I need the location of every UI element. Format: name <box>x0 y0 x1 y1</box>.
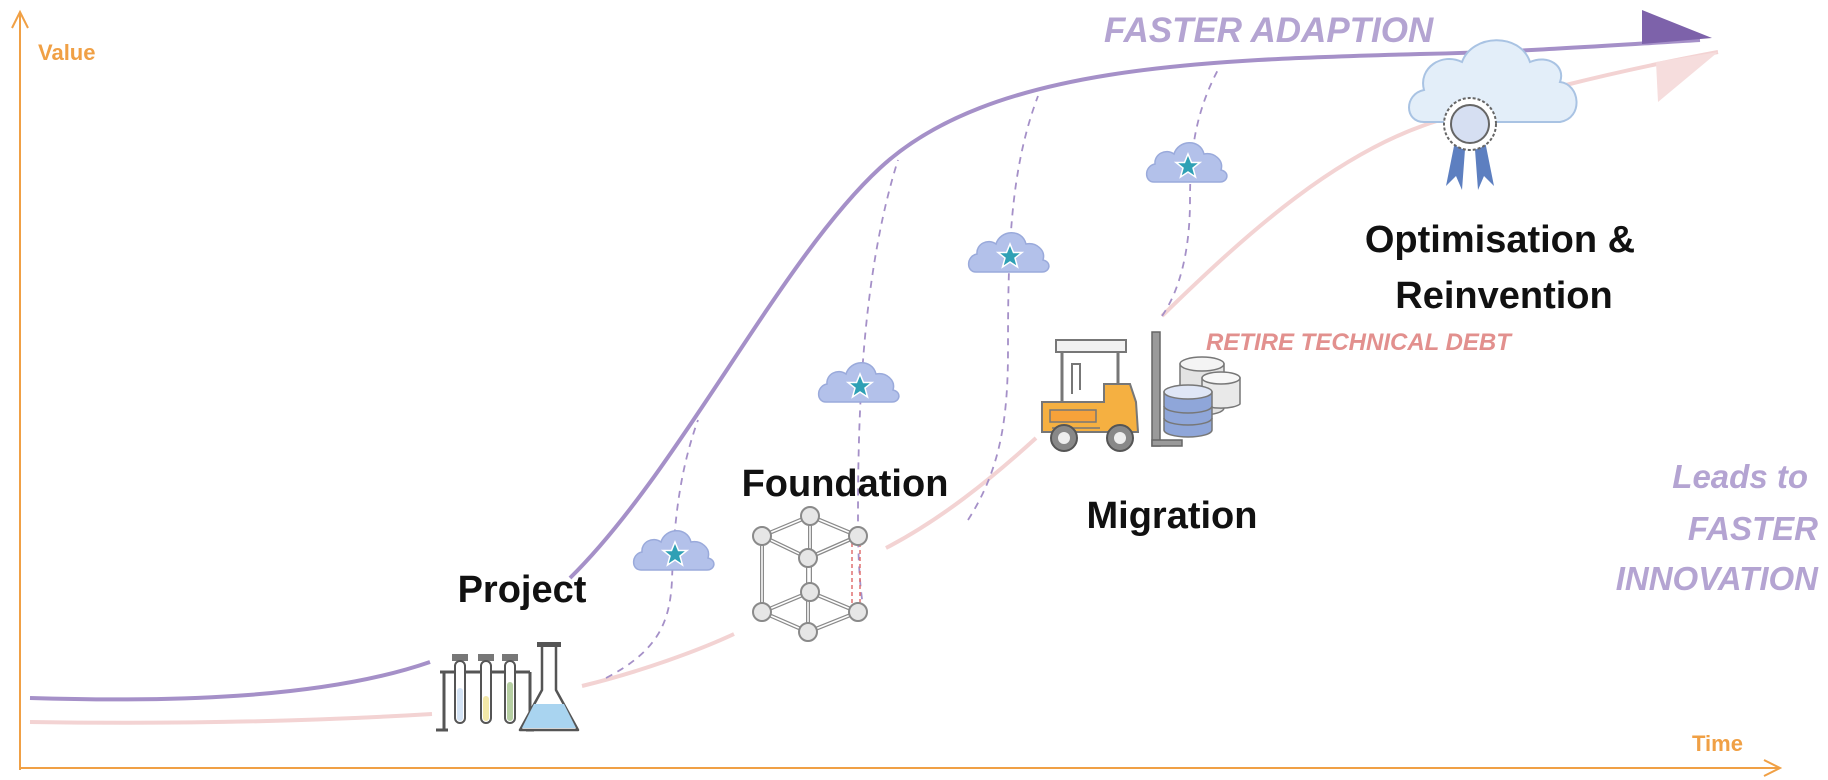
stage-migration-label: Migration <box>1087 495 1258 537</box>
retire-technical-debt-label: RETIRE TECHNICAL DEBT <box>1206 329 1513 356</box>
cloud-star-icon <box>817 361 900 403</box>
x-axis-label: Time <box>1692 731 1743 756</box>
cloud-star-icon <box>632 529 715 571</box>
forklift-database-icon <box>1041 331 1241 452</box>
faster-adaption-label: FASTER ADAPTION <box>1104 11 1434 50</box>
wireframe-cube-icon <box>752 506 868 642</box>
leads-to-line3: INNOVATION <box>1616 560 1819 597</box>
y-axis-label: Value <box>38 40 95 65</box>
stage-foundation-label: Foundation <box>742 463 949 505</box>
cloud-star-icon <box>1145 141 1228 183</box>
test-tubes-flask-icon <box>436 642 580 732</box>
transition-lines <box>605 65 1221 679</box>
fast-curve-arrowhead <box>1642 10 1712 44</box>
stage-optimisation-label-line1: Optimisation & <box>1365 219 1635 261</box>
x-axis-arrow <box>1763 759 1783 777</box>
stage-project-label: Project <box>458 569 587 611</box>
slow-curve-arrowhead <box>1656 52 1718 102</box>
stage-optimisation-label-line2: Reinvention <box>1395 275 1612 317</box>
award-cloud-icon <box>1408 39 1578 190</box>
stage-labels: Project Foundation Migration Optimisatio… <box>458 219 1636 611</box>
cloud-star-icon <box>967 231 1050 273</box>
axes: Value Time <box>11 9 1783 777</box>
leads-to-line2: FASTER <box>1688 510 1818 547</box>
annotations: FASTER ADAPTION RETIRE TECHNICAL DEBT Le… <box>1104 11 1819 597</box>
y-axis-arrow <box>11 9 29 29</box>
leads-to-line1: Leads to <box>1672 458 1808 495</box>
